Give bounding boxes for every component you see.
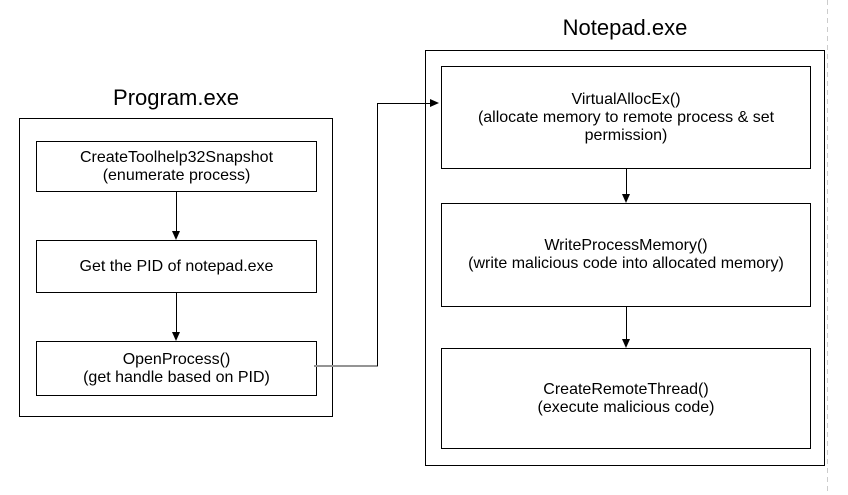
arrow-down-head-icon [172,332,180,341]
arrow-valloc-to-wpm [622,169,631,203]
step-createremotethread: CreateRemoteThread() (execute malicious … [441,348,811,449]
connector-horizontal-segment [377,103,430,104]
step-openprocess: OpenProcess() (get handle based on PID) [36,341,317,396]
page-boundary-guide-line [827,0,828,495]
arrow-line [626,169,627,196]
step-createtoolhelp32snapshot: CreateToolhelp32Snapshot (enumerate proc… [36,141,317,192]
arrow-right-head-icon [430,99,439,107]
arrow-down-head-icon [622,194,630,203]
step-createremotethread-label: CreateRemoteThread() (execute malicious … [537,380,715,416]
arrow-pid-to-openprocess [172,293,181,341]
arrow-down-head-icon [622,339,630,348]
step-writeprocessmemory-label: WriteProcessMemory() (write malicious co… [468,237,784,272]
notepad-exe-container-box: VirtualAllocEx() (allocate memory to rem… [425,50,825,466]
step-get-pid-label: Get the PID of notepad.exe [79,257,274,275]
step-virtualallocex: VirtualAllocEx() (allocate memory to rem… [441,66,811,169]
step-writeprocessmemory: WriteProcessMemory() (write malicious co… [441,203,811,307]
arrow-wpm-to-crt [622,307,631,348]
arrow-snapshot-to-pid [172,192,181,240]
arrow-line [176,293,177,334]
program-exe-title: Program.exe [113,85,239,110]
step-openprocess-label: OpenProcess() (get handle based on PID) [83,350,270,386]
step-get-pid: Get the PID of notepad.exe [36,240,317,293]
connector-vertical-segment [377,103,378,366]
arrow-line [176,192,177,233]
program-exe-container-box: CreateToolhelp32Snapshot (enumerate proc… [19,118,333,417]
arrow-line [626,307,627,341]
step-virtualallocex-label: VirtualAllocEx() (allocate memory to rem… [477,90,775,144]
notepad-exe-title: Notepad.exe [562,15,688,40]
connector-stub-segment [314,365,378,367]
arrow-down-head-icon [172,231,180,240]
step-createtoolhelp32snapshot-label: CreateToolhelp32Snapshot (enumerate proc… [79,148,274,184]
